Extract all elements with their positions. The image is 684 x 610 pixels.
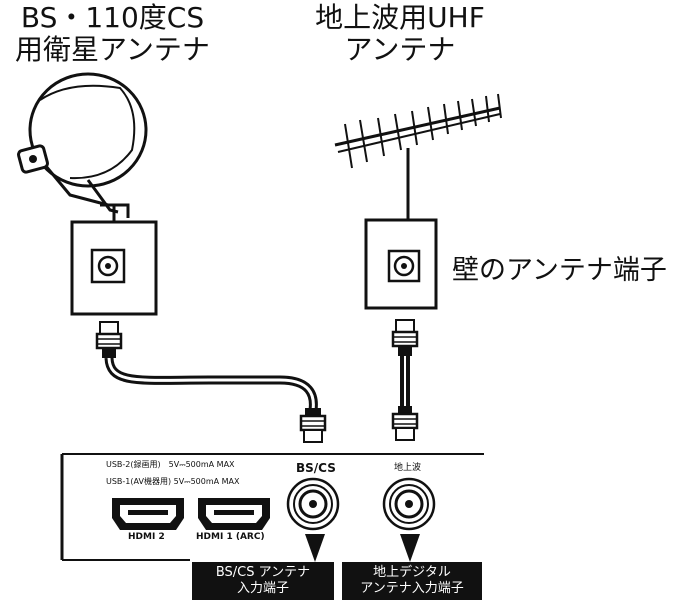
bscs-port bbox=[286, 477, 340, 531]
terrestrial-cable bbox=[391, 319, 419, 441]
wall-terminal-label: 壁のアンテナ端子 bbox=[452, 255, 667, 286]
bscs-port-label: BS/CS bbox=[296, 461, 336, 475]
usb2-label: USB-2(録画用) 5V⎓500mA MAX bbox=[106, 460, 235, 469]
bscs-callout-line1: BS/CS アンテナ bbox=[215, 565, 311, 580]
hdmi2-port bbox=[112, 498, 184, 530]
satellite-dish-icon bbox=[16, 72, 148, 218]
tv-rear-panel bbox=[60, 453, 484, 562]
uhf-antenna-title-line2: アンテナ bbox=[344, 33, 456, 66]
bs-antenna-title-line2: 用衛星アンテナ bbox=[15, 33, 210, 66]
hdmi1-label: HDMI 1 (ARC) bbox=[196, 532, 265, 542]
bscs-callout: BS/CS アンテナ 入力端子 bbox=[192, 562, 334, 600]
hdmi1-port bbox=[198, 498, 270, 530]
bscs-callout-line2: 入力端子 bbox=[236, 581, 289, 596]
wall-outlet-uhf bbox=[364, 218, 438, 310]
bs-antenna-title: BS・110度CS 用衛星アンテナ bbox=[0, 2, 225, 66]
terrestrial-port bbox=[382, 477, 436, 531]
terrestrial-callout-line2: アンテナ入力端子 bbox=[360, 581, 464, 596]
wall-outlet-bs bbox=[70, 220, 158, 316]
uhf-antenna-title: 地上波用UHF アンテナ bbox=[300, 2, 500, 66]
usb1-label: USB-1(AV機器用) 5V⎓500mA MAX bbox=[106, 477, 240, 486]
terrestrial-port-label: 地上波 bbox=[394, 463, 422, 473]
uhf-antenna-title-line1: 地上波用UHF bbox=[315, 1, 485, 34]
bs-antenna-title-line1: BS・110度CS bbox=[20, 1, 205, 34]
terrestrial-callout-line1: 地上デジタル bbox=[373, 565, 451, 580]
terrestrial-callout: 地上デジタル アンテナ入力端子 bbox=[342, 562, 482, 600]
bs-cable bbox=[95, 321, 327, 443]
uhf-antenna-icon bbox=[334, 93, 502, 222]
hdmi2-label: HDMI 2 bbox=[128, 532, 165, 542]
